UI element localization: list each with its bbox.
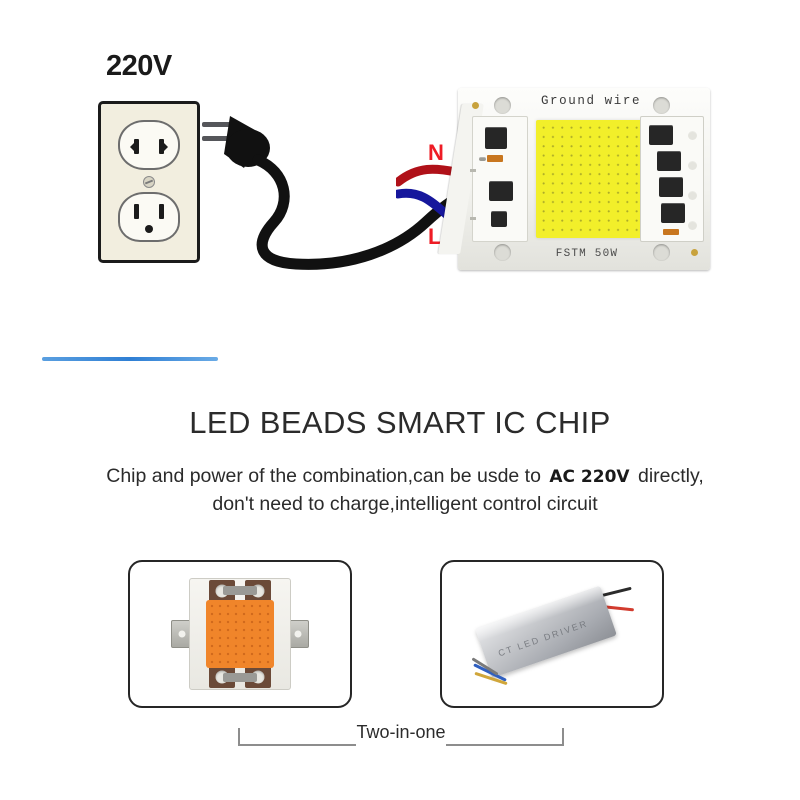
smd-component [649,125,673,145]
ac-voltage-badge: AC 220V [549,467,630,487]
chip-mount-hole [653,244,670,261]
resistor-component [663,229,679,235]
smd-component [485,127,507,149]
chip-mount-hole [494,97,511,114]
led-driver-photo: CT LED DRIVER [470,585,638,686]
chip-model-text: FSTM 50W [555,248,619,260]
bracket-bar-left [238,744,356,746]
voltage-label: 220V [106,50,172,82]
description-line1-part1: Chip and power of the combination,can be… [106,465,541,487]
cob-led-chip-photo [171,578,309,690]
bracket-caption: Two-in-one [356,722,446,742]
power-cord-svg [202,116,468,270]
chip-mount-hole [653,97,670,114]
socket-slot-right-lower [159,204,164,219]
chip-top-bar [223,586,257,595]
chip-driver-section-right [640,116,704,242]
bracket-tick-left [238,728,240,746]
cob-led-chip-panel [128,560,352,708]
wire-label-live: L [428,224,442,249]
plug-prong-lower [202,136,232,141]
smd-component [661,203,685,223]
smd-component [491,211,507,227]
via-pad [688,131,697,140]
power-cord-cable [252,154,468,270]
chip-driver-section-left [470,116,528,242]
chip-bottom-bar [223,673,257,682]
two-in-one-bracket: Two-in-one [238,722,564,752]
chip-mount-hole [494,244,511,261]
led-dot-grid [539,123,653,235]
smd-component [479,157,486,161]
wall-outlet [98,101,200,263]
outlet-screw [143,176,155,188]
power-cord-assembly [200,110,500,280]
smd-component [489,181,513,201]
chip-emitter-orange [206,600,274,668]
socket-slot-left [130,139,139,154]
led-dot-grid [208,602,272,666]
driver-aluminum-case: CT LED DRIVER [475,585,617,679]
section-divider [42,357,218,361]
via-pad [688,161,697,170]
chip-solder-pad [691,249,698,256]
chip-input-pin [470,169,476,172]
led-chip-module: Ground wire FSTM 50W [458,88,710,270]
description-line1-part2: directly, [638,465,704,487]
description-text: Chip and power of the combination,can be… [60,462,750,519]
driver-brand-text: CT LED DRIVER [496,618,590,659]
bracket-tick-right [562,728,564,746]
smd-component [659,177,683,197]
outlet-socket-bottom [118,192,180,242]
chip-ground-wire-text: Ground wire [540,94,642,108]
wire-label-neutral: N [428,140,444,165]
page-title: LED BEADS SMART IC CHIP [189,405,611,440]
socket-slot-left-lower [134,204,139,219]
socket-slot-right [159,139,168,154]
chip-substrate [189,578,291,690]
via-pad [688,191,697,200]
smd-component [657,151,681,171]
resistor-component [487,155,503,162]
socket-ground-pin [145,225,153,233]
outlet-socket-top [118,120,180,170]
led-driver-panel: CT LED DRIVER [440,560,664,708]
via-pad [688,221,697,230]
chip-input-pin [470,217,476,220]
bracket-bar-right [446,744,564,746]
plug-prong-upper [202,122,232,127]
description-line2: don't need to charge,intelligent control… [212,493,598,516]
chip-solder-pad [472,102,479,109]
cob-emitter-area [536,120,656,238]
